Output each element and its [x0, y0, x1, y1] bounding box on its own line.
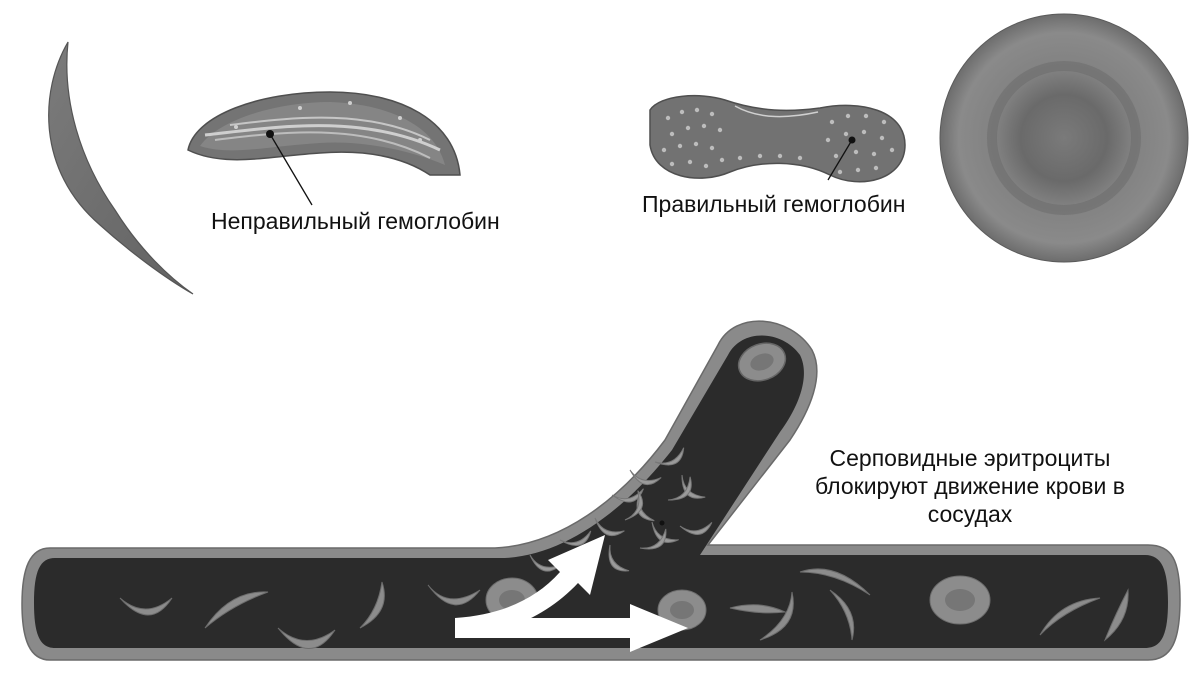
vessel-cells [119, 568, 1129, 649]
normal-hemoglobin-label: Правильный гемоглобин [642, 191, 906, 217]
large-sickle-cell [48, 41, 194, 295]
abnormal-hemoglobin-label: Неправильный гемоглобин [211, 208, 500, 234]
normal-cell-cross-section [649, 94, 906, 183]
normal-red-blood-cell [939, 13, 1189, 263]
arrow-curved [455, 535, 605, 638]
vessel-rbc [737, 342, 787, 382]
arrow-straight [455, 604, 688, 652]
caption-line-2: блокируют движение крови в [815, 473, 1125, 499]
blood-vessel [21, 320, 1181, 661]
sickle-cell-clump [526, 445, 715, 578]
blocked-vessel-caption: Серповидные эритроциты блокируют движени… [760, 444, 1180, 528]
caption-line-1: Серповидные эритроциты [829, 445, 1111, 471]
blood-flow-arrows [455, 535, 688, 652]
caption-line-3: сосудах [927, 501, 1013, 527]
sickle-cell-cross-section [187, 91, 461, 206]
